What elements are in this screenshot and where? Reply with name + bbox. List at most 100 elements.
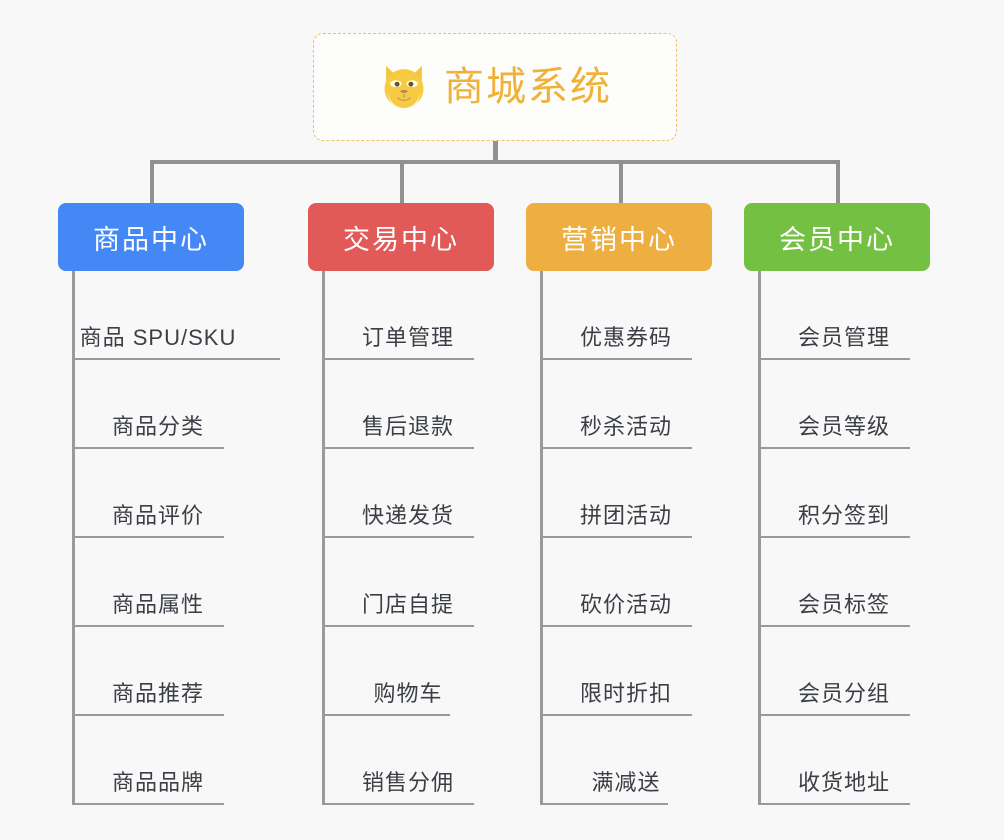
connector-drop-4 [836,160,840,205]
list-item[interactable]: 门店自提 [322,538,494,627]
list-item[interactable]: 收货地址 [758,716,930,805]
list-item-underline [540,447,692,449]
column-rail [758,271,761,805]
list-item-label: 购物车 [373,681,443,706]
list-item[interactable]: 砍价活动 [540,538,712,627]
list-item[interactable]: 商品品牌 [72,716,244,805]
list-item[interactable]: 秒杀活动 [540,360,712,449]
list-item-label: 订单管理 [361,325,454,350]
list-item[interactable]: 销售分佣 [322,716,494,805]
list-item-underline [72,803,224,805]
list-item-label: 优惠券码 [579,325,672,350]
root-title: 商城系统 [444,65,612,109]
list-item-underline [322,447,474,449]
list-item[interactable]: 商品 SPU/SKU [72,271,280,360]
list-item-label: 限时折扣 [579,681,672,706]
list-item-underline [72,714,224,716]
list-item[interactable]: 订单管理 [322,271,494,360]
subitem-list: 订单管理 售后退款 快递发货 门店自提 购物车 销售分佣 [322,271,494,805]
list-item-underline [72,447,224,449]
list-item-label: 快递发货 [361,503,454,528]
connector-drop-3 [619,160,623,205]
list-item[interactable]: 会员等级 [758,360,930,449]
list-item[interactable]: 商品分类 [72,360,244,449]
list-item-label: 会员标签 [797,592,890,617]
list-item-label: 收货地址 [797,770,890,795]
column-rail [72,271,75,805]
list-item-underline [758,536,910,538]
category-header-label: 交易中心 [343,224,459,255]
shiba-dog-icon [378,61,430,113]
list-item-label: 商品属性 [111,592,204,617]
list-item-underline [540,803,668,805]
list-item-underline [758,714,910,716]
list-item-underline [540,358,692,360]
category-column-member-center: 会员中心 会员管理 会员等级 积分签到 会员标签 会员分组 [744,203,930,805]
subitem-list: 优惠券码 秒杀活动 拼团活动 砍价活动 限时折扣 满减送 [540,271,712,805]
list-item[interactable]: 售后退款 [322,360,494,449]
list-item-label: 满减送 [591,770,661,795]
list-item[interactable]: 限时折扣 [540,627,712,716]
list-item-underline [72,358,280,360]
list-item[interactable]: 购物车 [322,627,494,716]
list-item[interactable]: 商品评价 [72,449,244,538]
list-item-underline [72,536,224,538]
connector-horizontal-bus [150,160,840,164]
list-item-underline [322,714,450,716]
list-item-underline [540,536,692,538]
list-item[interactable]: 会员管理 [758,271,930,360]
list-item[interactable]: 商品推荐 [72,627,244,716]
list-item-label: 会员等级 [797,414,890,439]
list-item[interactable]: 积分签到 [758,449,930,538]
list-item-underline [322,625,474,627]
list-item-label: 会员分组 [797,681,890,706]
list-item-label: 商品 SPU/SKU [79,325,237,350]
list-item[interactable]: 优惠券码 [540,271,712,360]
list-item-underline [758,358,910,360]
list-item[interactable]: 满减送 [540,716,712,805]
subitem-list: 商品 SPU/SKU 商品分类 商品评价 商品属性 商品推荐 商品品牌 [72,271,280,805]
list-item-label: 拼团活动 [579,503,672,528]
list-item[interactable]: 会员标签 [758,538,930,627]
root-node-mall-system[interactable]: 商城系统 [313,33,677,141]
list-item-underline [322,536,474,538]
category-header-label: 会员中心 [779,224,895,255]
list-item-underline [540,714,692,716]
connector-drop-2 [400,160,404,205]
list-item[interactable]: 拼团活动 [540,449,712,538]
list-item-underline [540,625,692,627]
category-header-label: 商品中心 [93,224,209,255]
list-item-label: 会员管理 [797,325,890,350]
connector-drop-1 [150,160,154,205]
list-item[interactable]: 会员分组 [758,627,930,716]
category-header-label: 营销中心 [561,224,677,255]
list-item-label: 销售分佣 [361,770,454,795]
list-item[interactable]: 商品属性 [72,538,244,627]
category-column-marketing-center: 营销中心 优惠券码 秒杀活动 拼团活动 砍价活动 限时折扣 [526,203,712,805]
category-header-product-center[interactable]: 商品中心 [58,203,244,271]
list-item-label: 售后退款 [361,414,454,439]
list-item-label: 商品分类 [111,414,204,439]
list-item-underline [322,358,474,360]
category-header-trade-center[interactable]: 交易中心 [308,203,494,271]
list-item-label: 积分签到 [797,503,890,528]
connector-root-stem [493,141,498,163]
category-header-member-center[interactable]: 会员中心 [744,203,930,271]
list-item-label: 门店自提 [361,592,454,617]
category-column-product-center: 商品中心 商品 SPU/SKU 商品分类 商品评价 商品属性 商品推荐 [58,203,280,805]
category-column-trade-center: 交易中心 订单管理 售后退款 快递发货 门店自提 购物车 [308,203,494,805]
list-item-label: 商品推荐 [111,681,204,706]
list-item-label: 商品品牌 [111,770,204,795]
list-item-underline [758,803,910,805]
list-item-underline [322,803,474,805]
category-header-marketing-center[interactable]: 营销中心 [526,203,712,271]
list-item-underline [758,447,910,449]
list-item[interactable]: 快递发货 [322,449,494,538]
list-item-label: 秒杀活动 [579,414,672,439]
list-item-underline [72,625,224,627]
column-rail [540,271,543,805]
list-item-underline [758,625,910,627]
list-item-label: 商品评价 [111,503,204,528]
column-rail [322,271,325,805]
